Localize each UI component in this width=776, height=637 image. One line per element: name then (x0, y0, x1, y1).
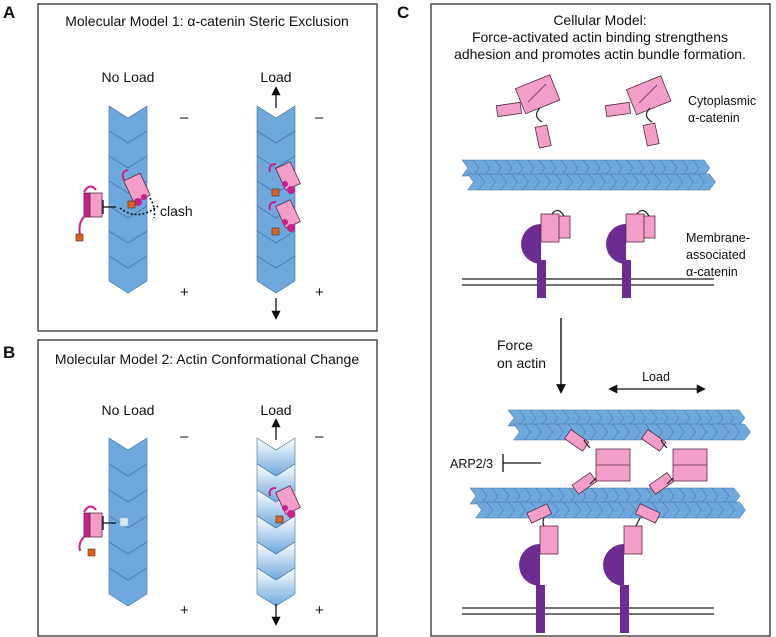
panel-b-frame (37, 339, 378, 637)
panel-b-no-load-label: No Load (102, 402, 155, 418)
panel-a-title: Molecular Model 1: α-catenin Steric Excl… (65, 13, 349, 29)
cytoplasmic-catenin-left-icon (495, 74, 561, 149)
force-label-line-2: on actin (497, 355, 546, 371)
actin-subunit (698, 173, 716, 191)
panel-a-minus-right: – (315, 109, 324, 126)
panel-b-load-label: Load (260, 402, 291, 418)
cadherin-bottom-left-icon (519, 503, 559, 633)
bundle-catenin-right-icon (640, 429, 708, 495)
panel-b-letter: B (3, 343, 15, 362)
cytoplasmic-catenin-right-icon (604, 75, 672, 147)
cadherin-right-icon (606, 209, 656, 298)
panel-b: B Molecular Model 2: Actin Conformationa… (3, 339, 378, 637)
panel-b-plus-left: + (180, 602, 189, 619)
catenin-bound-b-icon (268, 485, 301, 524)
panel-a-load-label: Load (260, 69, 291, 85)
actin-subunit (256, 255, 296, 294)
catenin-unbound-b-icon (78, 505, 129, 557)
catenin-unbound-icon (75, 185, 116, 242)
panel-a: A Molecular Model 1: α-catenin Steric Ex… (3, 3, 378, 332)
panel-a-letter: A (3, 3, 15, 22)
panel-c-title-line-3: adhesion and promotes actin bundle forma… (454, 46, 746, 62)
force-label-line-1: Force (497, 337, 533, 353)
actin-subunit (108, 255, 148, 294)
cytoplasmic-label-line-1: Cytoplasmic (688, 94, 756, 108)
panel-a-frame (37, 3, 378, 332)
panel-a-plus-right: + (315, 284, 324, 301)
cadherin-bottom-right-icon (603, 503, 661, 633)
load-label: Load (642, 370, 670, 384)
actin-filament-cytoplasm (461, 159, 716, 191)
panel-c-title-line-2: Force-activated actin binding strengthen… (472, 29, 728, 45)
membrane-label-line-1: Membrane- (686, 231, 750, 245)
actin-filament-a-load (256, 105, 296, 294)
actin-subunit (733, 423, 751, 441)
arp-label: ARP2/3 (450, 457, 493, 471)
clash-label: clash (160, 203, 193, 219)
panel-c-frame (430, 3, 771, 637)
panel-c-letter: C (397, 3, 409, 22)
actin-filament-a-noload (108, 105, 148, 294)
panel-b-minus-right: – (315, 428, 324, 445)
panel-a-minus-left: – (180, 109, 189, 126)
panel-b-title: Molecular Model 2: Actin Conformational … (55, 351, 359, 367)
bundle-catenin-left-icon (563, 429, 631, 495)
panel-a-plus-left: + (180, 284, 189, 301)
actin-filament-b-noload (108, 437, 148, 607)
actin-subunit (728, 501, 746, 519)
panel-c-title-line-1: Cellular Model: (553, 12, 646, 28)
membrane-label-line-2: associated (686, 248, 746, 262)
panel-a-no-load-label: No Load (102, 69, 155, 85)
panel-c: C Cellular Model: Force-activated actin … (397, 3, 771, 637)
panel-b-plus-right: + (315, 602, 324, 619)
panel-b-minus-left: – (180, 428, 189, 445)
actin-subunit (256, 567, 296, 607)
membrane-label-line-3: α-catenin (686, 265, 738, 279)
catenin-bound-icon (268, 161, 301, 236)
cadherin-left-icon (521, 209, 571, 298)
actin-filament-bundle-top (507, 409, 751, 441)
actin-filament-bundle-bottom (469, 487, 746, 519)
actin-subunit (108, 567, 148, 607)
catenin-clash-icon (119, 169, 159, 219)
cytoplasmic-label-line-2: α-catenin (688, 111, 740, 125)
